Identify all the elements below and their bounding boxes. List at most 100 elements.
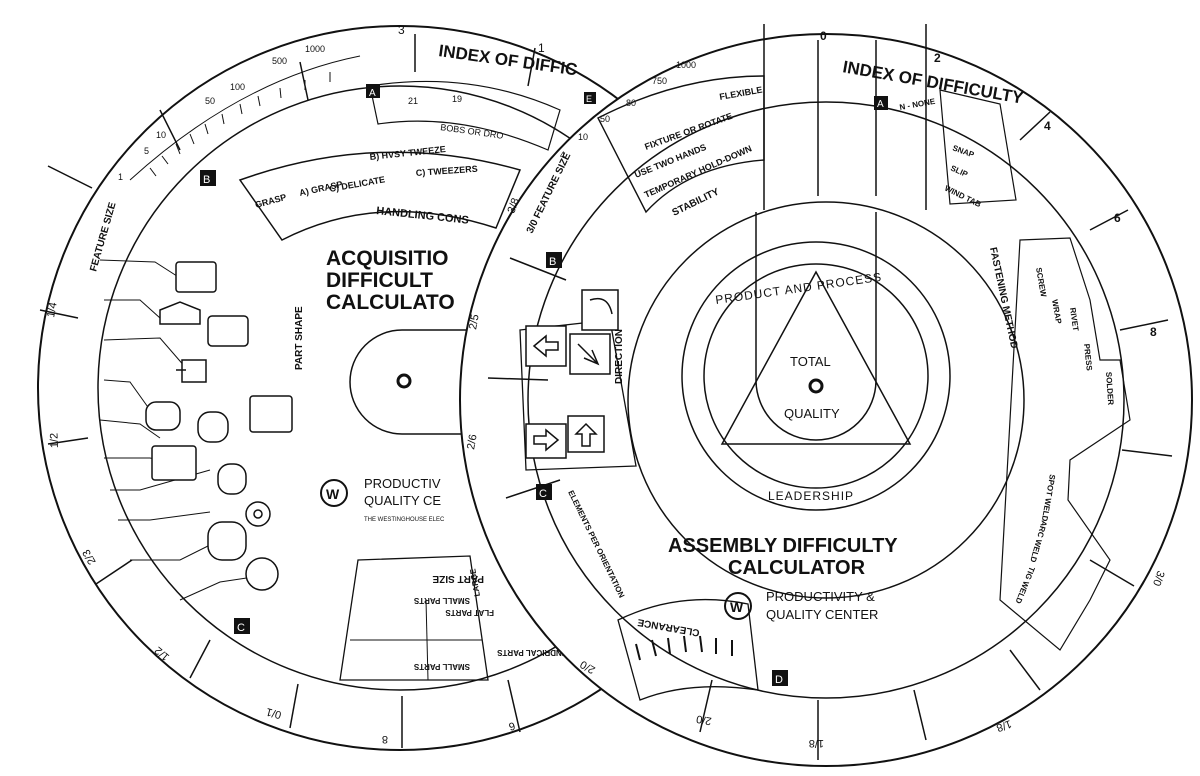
part-size-item: CYLINDRICAL PARTS	[497, 648, 580, 657]
assembly-wheel-mid-ring	[527, 101, 1125, 699]
direction-arrow-icons	[525, 289, 619, 459]
assembly-hub-pin-icon	[808, 378, 824, 394]
organization-fine-print: THE WESTINGHOUSE ELEC	[364, 517, 445, 523]
acquisition-rim-numbers: 1/4 1/2 2/3 1/2 0/1 8 6	[45, 301, 516, 745]
acquisition-organization: PRODUCTIV QUALITY CE THE WESTINGHOUSE EL…	[364, 476, 445, 523]
marker-b-box	[200, 170, 216, 186]
scale-label: 10	[578, 132, 588, 142]
arrow-left-icon	[525, 325, 567, 367]
rotate-arrow-icon	[581, 289, 619, 331]
assembly-organization: PRODUCTIVITY & QUALITY CENTER	[766, 589, 878, 622]
marker-a: A	[877, 99, 884, 110]
washer-hole-icon	[253, 509, 263, 519]
marker-b: B	[203, 174, 210, 186]
disk-part-icon	[217, 463, 247, 495]
cylinder-part-icon	[145, 401, 181, 431]
index-tick: 0	[820, 29, 827, 43]
leader-lines	[99, 259, 261, 601]
part-size-item: FLAT PARTS	[445, 608, 494, 617]
marker-b-box	[546, 252, 562, 268]
log-scale-label: 100	[230, 82, 245, 92]
assembly-index-ticks: 0 2 4 6 8	[820, 29, 1157, 339]
rim-number: 8	[382, 733, 388, 745]
rim-number: 1/8	[995, 717, 1013, 734]
marker-d-box	[772, 670, 788, 686]
part-size-window: PART SIZE SMALL PARTS FLAT PARTS LARGE C…	[339, 555, 580, 681]
housing-part-icon	[249, 395, 293, 433]
fastening-item: WRAP	[1050, 299, 1063, 325]
log-scale-label: 500	[272, 56, 287, 66]
acquisition-hub	[349, 329, 470, 435]
assembly-rim-numbers: 1/8 1/8 2/0 2/0 2/6 2/5 3/8 3/0	[465, 197, 1166, 749]
marker-c-box	[536, 484, 552, 500]
westinghouse-logo-icon	[320, 479, 348, 507]
direction-label: DIRECTION	[614, 329, 625, 384]
marker-a-box	[366, 84, 380, 98]
log-scale-label: 5	[144, 146, 149, 156]
bracket-part-icon	[159, 301, 201, 325]
assembly-index-slot	[755, 24, 927, 441]
fastening-item: PRESS	[1082, 343, 1094, 372]
assembly-scale-labels: 1000 750 80 50 10 4	[560, 60, 696, 160]
rim-number: 0/1	[265, 705, 283, 721]
fastening-item: SOLDER	[1104, 372, 1115, 406]
organization-line: PRODUCTIVITY &	[766, 589, 875, 604]
westinghouse-logo-icon	[724, 592, 752, 620]
scale-label: 50	[600, 114, 610, 124]
acquisition-title-line: ACQUISITIO	[326, 247, 449, 270]
acquisition-index-tick: 1	[538, 41, 545, 55]
acquisition-rim-ticks	[39, 34, 536, 748]
fastening-item: RIVET	[1068, 307, 1080, 332]
marker-e-box	[584, 92, 596, 104]
rim-number: 2/6	[465, 433, 479, 450]
box-part-icon	[175, 261, 217, 293]
assembly-title-line: CALCULATOR	[728, 557, 866, 579]
index-tick: 2	[934, 51, 941, 65]
scale-label: 750	[652, 76, 667, 86]
rim-number: 2/0	[695, 712, 712, 726]
rim-number: 1/8	[809, 737, 824, 749]
acquisition-title: ACQUISITIO DIFFICULT CALCULATO	[326, 247, 455, 314]
ball-part-icon	[245, 557, 279, 591]
acquisition-hub-pin-icon	[396, 373, 412, 389]
stud-part-icon	[197, 411, 229, 443]
rim-number: 1/2	[48, 433, 61, 449]
scale-label: 1000	[676, 60, 696, 70]
marker-a-box	[874, 96, 888, 110]
direction-window: DIRECTION	[519, 289, 637, 471]
marker-c: C	[539, 488, 547, 500]
part-size-item: SMALL PARTS	[413, 662, 470, 671]
clearance-scale-ticks	[635, 635, 733, 661]
rim-number: 6	[507, 719, 516, 732]
part-size-label: PART SIZE	[432, 573, 484, 584]
acquisition-title-line: DIFFICULT	[326, 269, 433, 292]
scale-label: 4	[560, 150, 565, 160]
diagonal-arrow-icon	[569, 333, 611, 375]
inner-number: 21	[408, 96, 418, 106]
part-size-item: SMALL PARTS	[413, 596, 470, 605]
assembly-wheel-outer-disc	[459, 33, 1193, 767]
pin-part-icon	[176, 359, 207, 383]
marker-c: C	[237, 622, 245, 634]
log-scale-label: 1000	[305, 44, 325, 54]
organization-line: PRODUCTIV	[364, 476, 441, 491]
cube-part-icon	[151, 445, 197, 481]
marker-b: B	[549, 256, 556, 268]
emblem-quality: QUALITY	[784, 406, 840, 421]
assembly-rim-ticks	[487, 111, 1173, 760]
scale-label: 80	[626, 98, 636, 108]
index-tick: 4	[1044, 119, 1051, 133]
index-tick: 8	[1150, 325, 1157, 339]
log-scale-label: 1	[118, 172, 123, 182]
marker-d: D	[775, 674, 783, 686]
marker-e: E	[586, 94, 592, 104]
acquisition-title-line: CALCULATO	[326, 291, 455, 314]
marker-c-box	[234, 618, 250, 634]
block-part-icon	[207, 315, 249, 347]
acquisition-log-scale	[129, 55, 361, 181]
organization-line: QUALITY CENTER	[766, 607, 878, 622]
part-shape-icons	[99, 259, 293, 601]
westinghouse-logo-glyph: W	[326, 486, 340, 502]
handling-option: C) TWEEZERS	[415, 164, 478, 178]
acquisition-log-scale-labels: 1000 500 100 50 10 5 1	[118, 44, 325, 182]
